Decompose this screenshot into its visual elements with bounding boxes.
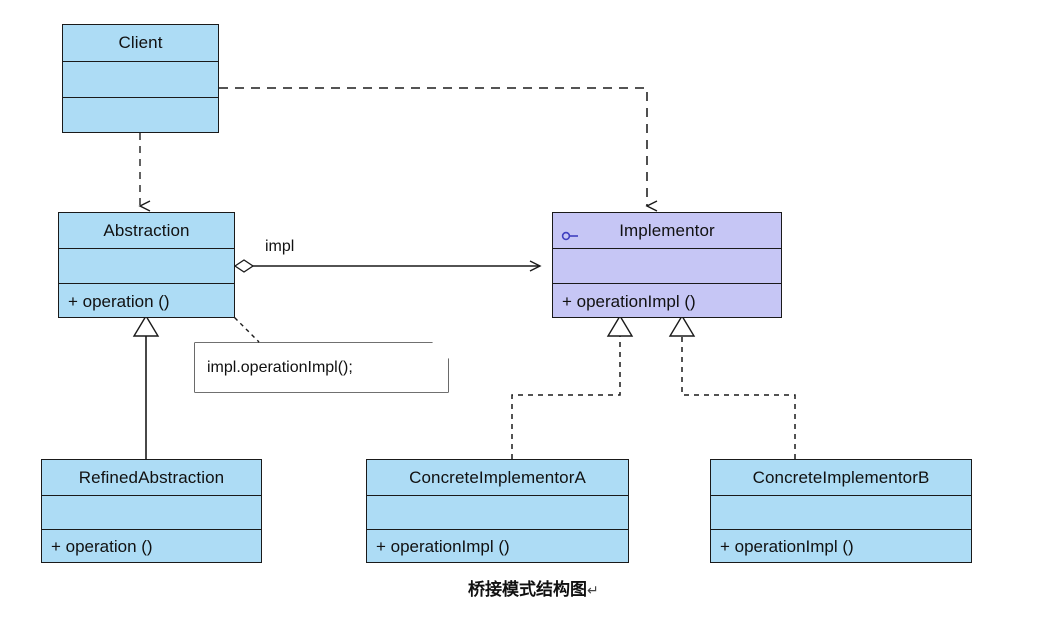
diagram-caption: 桥接模式结构图↵ [468, 575, 599, 600]
class-operations-client [63, 98, 218, 134]
note-text: impl.operationImpl(); [195, 343, 448, 392]
association-label-text: impl [265, 238, 295, 255]
class-name-concrete-implementor-a: ConcreteImplementorA [367, 460, 628, 496]
class-operations-concrete-implementor-a: + operationImpl () [367, 530, 628, 564]
edge-abstraction-to-implementor [233, 259, 542, 273]
uml-class-client[interactable]: Client [62, 24, 219, 133]
class-attributes-implementor [553, 249, 781, 284]
edge-client-to-implementor [219, 87, 658, 212]
note-text-label: impl.operationImpl(); [207, 358, 353, 376]
association-label-impl: impl [265, 238, 294, 256]
class-name-label: ConcreteImplementorB [752, 467, 930, 487]
class-operations-concrete-implementor-b: + operationImpl () [711, 530, 971, 564]
uml-class-refined-abstraction[interactable]: RefinedAbstraction + operation () [41, 459, 262, 563]
uml-class-concrete-implementor-b[interactable]: ConcreteImplementorB + operationImpl () [710, 459, 972, 563]
class-attributes-concrete-implementor-b [711, 496, 971, 530]
class-operations-label: + operationImpl () [376, 537, 510, 556]
class-attributes-abstraction [59, 249, 234, 284]
class-name-label: Implementor [619, 220, 715, 240]
uml-class-abstraction[interactable]: Abstraction + operation () [58, 212, 235, 318]
diagram-caption-text: 桥接模式结构图 [468, 580, 587, 599]
uml-class-implementor[interactable]: Implementor + operationImpl () [552, 212, 782, 318]
class-attributes-refined-abstraction [42, 496, 261, 530]
class-name-refined-abstraction: RefinedAbstraction [42, 460, 261, 496]
edge-refined-abstraction-to-abstraction [132, 314, 160, 459]
uml-class-concrete-implementor-a[interactable]: ConcreteImplementorA + operationImpl () [366, 459, 629, 563]
class-operations-label: + operationImpl () [562, 291, 696, 311]
class-operations-label: + operation () [68, 291, 170, 311]
paragraph-mark-icon: ↵ [587, 582, 599, 598]
edge-concrete-implementor-b-to-implementor [668, 314, 796, 459]
class-name-label: ConcreteImplementorA [409, 467, 586, 487]
class-name-concrete-implementor-b: ConcreteImplementorB [711, 460, 971, 496]
edge-concrete-implementor-a-to-implementor [511, 314, 634, 459]
class-name-abstraction: Abstraction [59, 213, 234, 249]
class-operations-implementor: + operationImpl () [553, 284, 781, 319]
class-name-implementor: Implementor [553, 213, 781, 249]
class-operations-abstraction: + operation () [59, 284, 234, 319]
class-operations-label: + operationImpl () [720, 537, 854, 556]
interface-lollipop-icon [561, 226, 579, 240]
class-attributes-concrete-implementor-a [367, 496, 628, 530]
class-name-label: RefinedAbstraction [78, 467, 225, 487]
class-name-label: Abstraction [103, 220, 190, 240]
class-attributes-client [63, 62, 218, 98]
class-name-label: Client [118, 33, 163, 52]
class-operations-refined-abstraction: + operation () [42, 530, 261, 564]
class-operations-label: + operation () [51, 537, 153, 556]
uml-note-impl-call[interactable]: impl.operationImpl(); [195, 343, 448, 392]
class-name-client: Client [63, 25, 218, 62]
